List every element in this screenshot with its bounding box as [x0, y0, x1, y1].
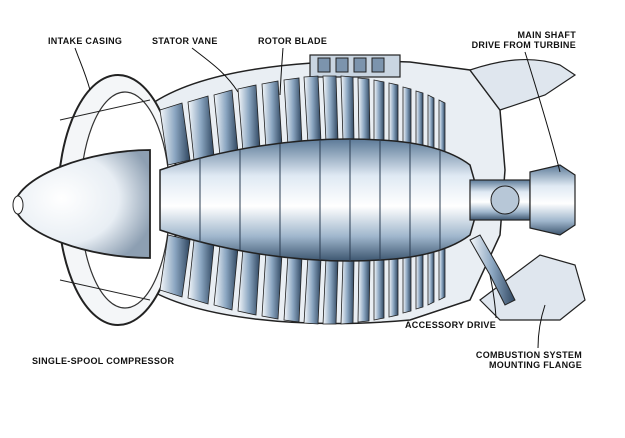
leader-lines — [74, 47, 561, 349]
rotor-drum — [159, 138, 481, 262]
blade-rows-upper — [159, 75, 446, 166]
label-main-shaft-line1: MAIN SHAFT — [517, 30, 576, 40]
accessory-drive — [469, 234, 516, 306]
blade-rows-lower — [159, 234, 446, 325]
label-accessory-drive: ACCESSORY DRIVE — [405, 320, 497, 330]
label-stator-vane: STATOR VANE — [152, 36, 218, 46]
label-intake-casing: INTAKE CASING — [48, 36, 123, 46]
label-combustion-line2: MOUNTING FLANGE — [489, 360, 582, 370]
label-combustion-flange: COMBUSTION SYSTEM MOUNTING FLANGE — [464, 350, 582, 370]
label-combustion-line1: COMBUSTION SYSTEM — [475, 350, 582, 360]
label-main-shaft: MAIN SHAFT DRIVE FROM TURBINE — [466, 30, 576, 50]
diagram-caption: SINGLE-SPOOL COMPRESSOR — [32, 356, 175, 366]
nose-cone — [12, 149, 151, 259]
main-shaft — [469, 164, 576, 236]
label-main-shaft-line2: DRIVE FROM TURBINE — [471, 40, 576, 50]
label-rotor-blade: ROTOR BLADE — [258, 36, 328, 46]
